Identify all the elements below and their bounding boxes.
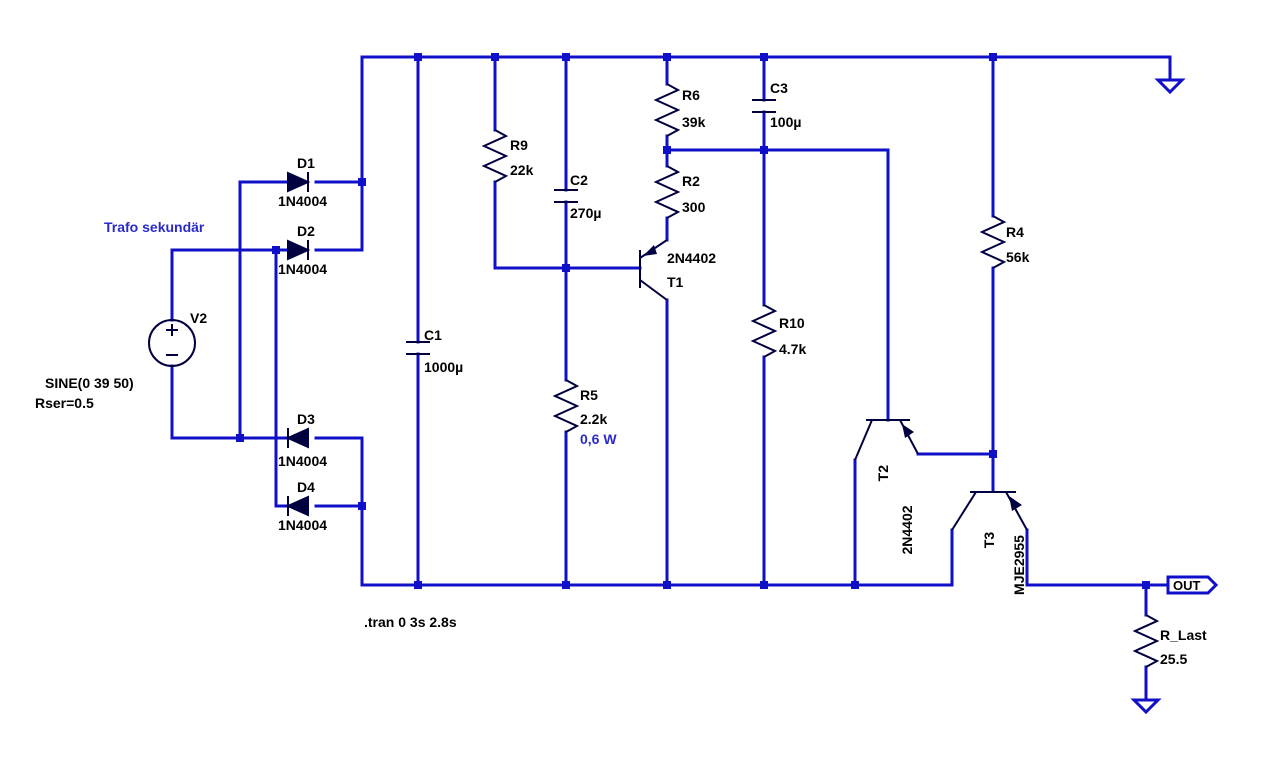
t2-name-label: T2 (875, 465, 891, 482)
spice-directive: .tran 0 3s 2.8s (364, 614, 457, 630)
resistor-r4[interactable] (979, 215, 1007, 269)
d2-name-label: D2 (297, 223, 315, 239)
d1-value-label: 1N4004 (278, 193, 327, 209)
r6-value-label: 39k (682, 114, 706, 130)
d4-value-label: 1N4004 (278, 517, 327, 533)
transformer-annotation: Trafo sekundär (104, 219, 205, 235)
v2-name-label: V2 (190, 310, 207, 326)
t1-model-label: 2N4402 (667, 250, 716, 266)
resistor-r-last[interactable] (1132, 614, 1160, 668)
diode-d1[interactable] (287, 171, 311, 193)
diode-d2[interactable] (287, 239, 311, 261)
d4-name-label: D4 (297, 479, 315, 495)
output-port-label: OUT (1173, 578, 1201, 593)
c1-name-label: C1 (424, 327, 442, 343)
resistor-r6[interactable] (653, 83, 681, 137)
c1-value-label: 1000µ (424, 359, 463, 375)
v2-rser-label: Rser=0.5 (35, 395, 94, 411)
capacitor-c2[interactable] (554, 189, 578, 203)
voltage-source-v2[interactable] (148, 319, 196, 367)
transistor-t1[interactable] (639, 239, 668, 301)
r6-name-label: R6 (682, 87, 700, 103)
t3-name-label: T3 (981, 532, 997, 549)
r10-name-label: R10 (779, 315, 805, 331)
resistor-r5[interactable] (552, 379, 580, 433)
d3-value-label: 1N4004 (278, 453, 327, 469)
wires (170, 55, 1172, 702)
c2-value-label: 270µ (570, 205, 601, 221)
transistor-t2[interactable] (854, 419, 919, 461)
d3-name-label: D3 (297, 411, 315, 427)
t1-name-label: T1 (667, 274, 684, 290)
capacitor-c1[interactable] (406, 341, 430, 355)
output-port[interactable]: OUT (1166, 575, 1219, 595)
transistor-t3[interactable] (951, 491, 1028, 531)
r10-value-label: 4.7k (779, 341, 806, 357)
capacitor-c3[interactable] (752, 99, 776, 113)
r2-name-label: R2 (682, 173, 700, 189)
r9-value-label: 22k (510, 162, 534, 178)
resistor-r9[interactable] (481, 129, 509, 183)
ground-symbol-top (1154, 78, 1186, 95)
diode-d4[interactable] (285, 495, 309, 517)
r5-value-label: 2.2k (580, 411, 607, 427)
t3-model-label: MJE2955 (1011, 535, 1027, 595)
r-last-name-label: R_Last (1160, 627, 1207, 643)
r5-name-label: R5 (580, 387, 598, 403)
t2-model-label: 2N4402 (899, 505, 915, 554)
resistor-r10[interactable] (750, 304, 778, 358)
r-last-value-label: 25.5 (1160, 651, 1187, 667)
diode-d3[interactable] (285, 427, 309, 449)
c3-value-label: 100µ (770, 114, 801, 130)
r5-power-annotation: 0,6 W (580, 431, 617, 447)
v2-spec-label: SINE(0 39 50) (45, 375, 134, 391)
resistor-r2[interactable] (653, 165, 681, 219)
ground-symbol-bottom (1130, 698, 1162, 715)
r4-name-label: R4 (1006, 224, 1024, 240)
c3-name-label: C3 (770, 80, 788, 96)
d1-name-label: D1 (297, 155, 315, 171)
c2-name-label: C2 (570, 172, 588, 188)
junctions (236, 53, 1150, 589)
r4-value-label: 56k (1006, 249, 1030, 265)
r2-value-label: 300 (682, 199, 706, 215)
d2-value-label: 1N4004 (278, 261, 327, 277)
r9-name-label: R9 (510, 137, 528, 153)
